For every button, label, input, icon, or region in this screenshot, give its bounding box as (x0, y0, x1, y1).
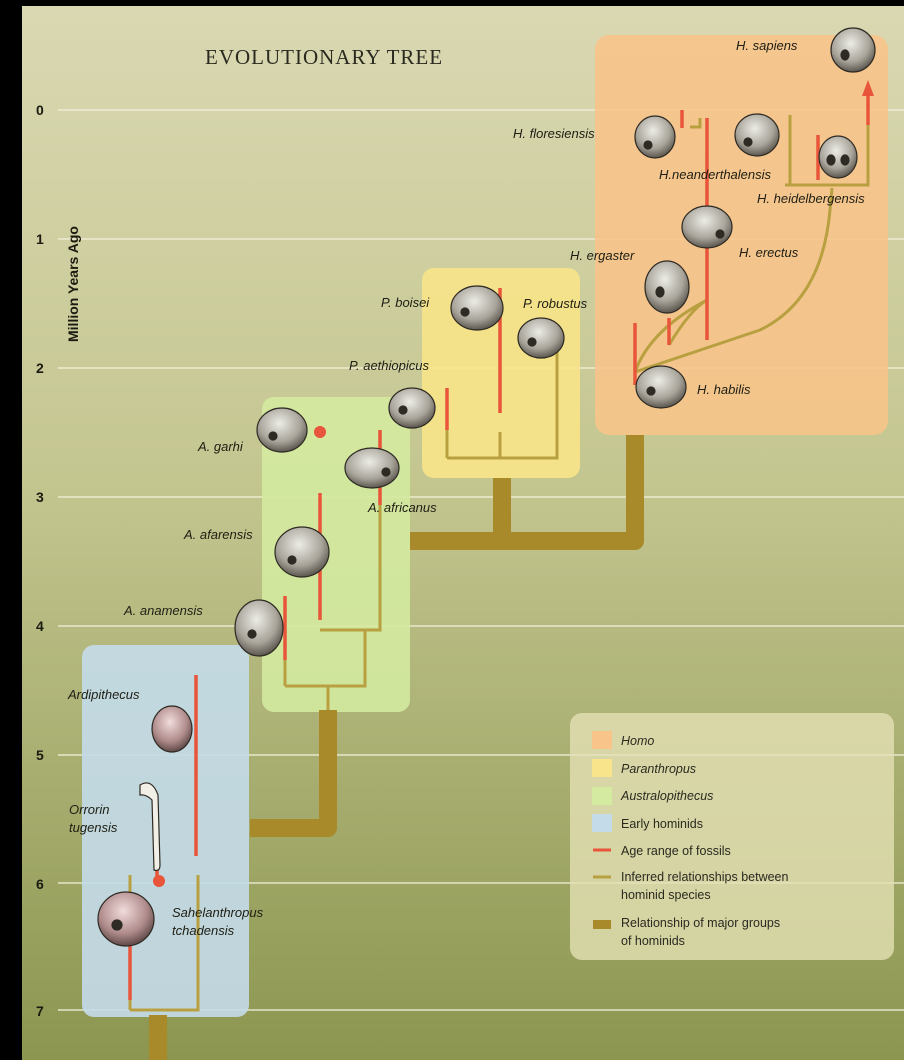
label-sahelanthropus-line2: tchadensis (172, 923, 235, 938)
h-neanderthalensis-skull-icon (734, 113, 780, 157)
p-boisei-skull-icon (450, 285, 504, 331)
p-aethiopicus-skull-icon (388, 387, 436, 429)
label-p-aethiopicus: P. aethiopicus (349, 358, 429, 373)
legend-background (570, 713, 894, 960)
a-africanus-skull-icon (344, 447, 400, 489)
label-a-garhi: A. garhi (197, 439, 244, 454)
legend-label-australopithecus: Australopithecus (620, 789, 713, 803)
sahelanthropus-fossil-dot (153, 875, 165, 887)
tick-1: 1 (36, 231, 44, 247)
label-sahelanthropus-line1: Sahelanthropus (172, 905, 264, 920)
label-orrorin-line2: tugensis (69, 820, 118, 835)
h-sapiens-skull-icon (830, 27, 876, 73)
y-axis: 0 1 2 3 4 5 6 7 Million Years Ago (36, 102, 81, 1019)
label-h-floresiensis: H. floresiensis (513, 126, 595, 141)
h-habilis-skull-icon (635, 365, 687, 409)
species-labels: H. sapiens H. floresiensis H.neanderthal… (67, 38, 865, 938)
h-erectus-skull-icon (681, 205, 733, 249)
orrorin-femur-icon (139, 782, 161, 872)
tick-7: 7 (36, 1003, 44, 1019)
tick-0: 0 (36, 102, 44, 118)
tick-2: 2 (36, 360, 44, 376)
skull-illustrations (97, 27, 876, 947)
legend-label-major-line1: Relationship of major groups (621, 916, 780, 930)
sahelanthropus-skull-icon (97, 891, 155, 947)
label-h-neanderthalensis: H.neanderthalensis (659, 167, 772, 182)
garhi-fossil-dot (314, 426, 326, 438)
legend-swatch-early-hominids (592, 814, 612, 832)
a-anamensis-skull-icon (234, 599, 284, 657)
major-group-relationships (149, 435, 644, 1060)
legend-label-paranthropus: Paranthropus (621, 762, 696, 776)
legend-label-age-range: Age range of fossils (621, 844, 731, 858)
legend-swatch-homo (592, 731, 612, 749)
legend: Homo Paranthropus Australopithecus Early… (570, 713, 894, 960)
label-h-sapiens: H. sapiens (736, 38, 798, 53)
label-a-africanus: A. africanus (367, 500, 437, 515)
label-ardipithecus: Ardipithecus (67, 687, 140, 702)
h-floresiensis-skull-icon (634, 115, 676, 159)
h-ergaster-skull-icon (644, 260, 690, 314)
tick-5: 5 (36, 747, 44, 763)
h-heidelbergensis-skull-icon (818, 135, 858, 179)
label-h-heidelbergensis: H. heidelbergensis (757, 191, 865, 206)
legend-swatch-australopithecus (592, 787, 612, 805)
tick-4: 4 (36, 618, 44, 634)
legend-swatch-major-groups (593, 920, 611, 929)
homo-group-box (595, 35, 888, 435)
legend-label-homo: Homo (621, 734, 654, 748)
tick-6: 6 (36, 876, 44, 892)
label-orrorin-line1: Orrorin (69, 802, 109, 817)
a-garhi-skull-icon (256, 407, 308, 453)
axis-label: Million Years Ago (65, 226, 81, 342)
label-h-habilis: H. habilis (697, 382, 751, 397)
label-h-erectus: H. erectus (739, 245, 799, 260)
label-a-afarensis: A. afarensis (183, 527, 253, 542)
legend-label-major-line2: of hominids (621, 934, 685, 948)
legend-label-inferred-line1: Inferred relationships between (621, 870, 789, 884)
legend-swatch-paranthropus (592, 759, 612, 777)
tick-3: 3 (36, 489, 44, 505)
label-p-robustus: P. robustus (523, 296, 588, 311)
legend-label-inferred-line2: hominid species (621, 888, 711, 902)
p-robustus-skull-icon (517, 317, 565, 359)
label-a-anamensis: A. anamensis (123, 603, 203, 618)
legend-label-early-hominids: Early hominids (621, 817, 703, 831)
label-p-boisei: P. boisei (381, 295, 430, 310)
label-h-ergaster: H. ergaster (570, 248, 635, 263)
ardipithecus-skull-icon (151, 705, 193, 753)
a-afarensis-skull-icon (274, 526, 330, 578)
diagram-title: EVOLUTIONARY TREE (205, 45, 443, 69)
